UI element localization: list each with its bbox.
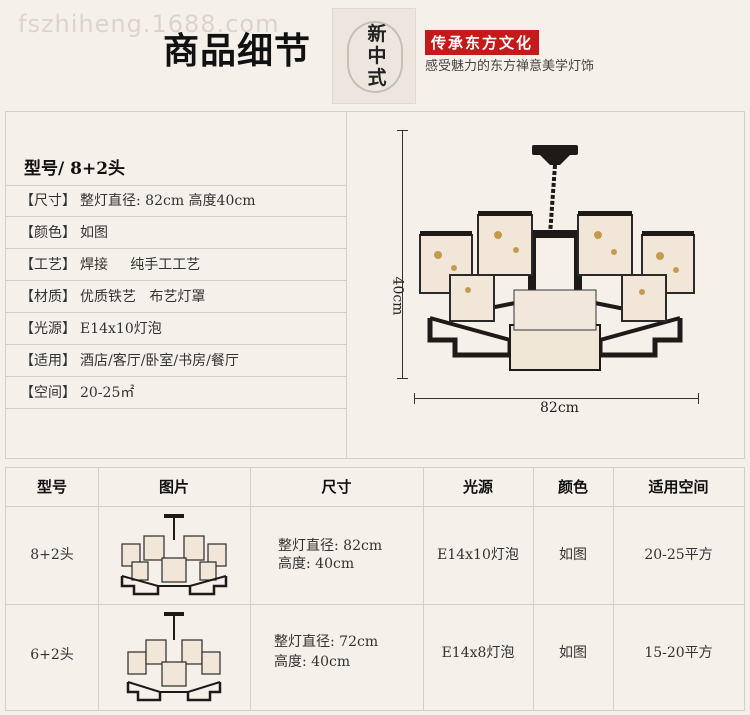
slogan-subtitle: 感受魅力的东方禅意美学灯饰 — [425, 59, 595, 74]
spec-value: E14x10灯泡 — [80, 321, 162, 337]
table-cell-light: E14x8灯泡 — [441, 645, 515, 661]
table-cell-color: 如图 — [559, 645, 587, 661]
spec-label: 【空间】 — [20, 385, 76, 401]
spec-label: 【光源】 — [20, 321, 76, 337]
spec-label: 【适用】 — [20, 353, 76, 369]
table-header-image: 图片 — [158, 478, 189, 496]
spec-table: 型号 图片 尺寸 光源 颜色 适用空间 8+2头 整灯直径: 82cm 高度: … — [5, 467, 745, 711]
spec-value: 如图 — [80, 225, 108, 241]
spec-label: 【尺寸】 — [20, 193, 76, 209]
table-cell-size-height: 高度: 40cm — [278, 556, 355, 572]
spec-row-size: 【尺寸】整灯直径: 82cm 高度40cm — [6, 186, 346, 217]
table-row-1-chandelier-image — [120, 514, 228, 596]
table-cell-space: 15-20平方 — [644, 645, 713, 661]
width-dimension-tick-left — [414, 393, 415, 404]
seal-emblem: 新中式 — [332, 8, 416, 104]
width-dimension-line — [414, 398, 698, 399]
height-dimension-label: 40cm — [389, 276, 406, 316]
slogan-badge: 传承东方文化 — [425, 30, 540, 55]
spec-label: 【材质】 — [20, 289, 76, 305]
spec-value: 整灯直径: 82cm 高度40cm — [80, 193, 256, 209]
spec-row-craft: 【工艺】焊接 纯手工工艺 — [6, 250, 346, 281]
table-cell-model: 6+2头 — [30, 647, 74, 663]
panel-divider — [346, 112, 347, 458]
spec-row-space: 【空间】20-25㎡ — [6, 378, 346, 409]
table-row-divider — [6, 604, 744, 605]
table-cell-size-height: 高度: 40cm — [274, 654, 351, 670]
spec-row-color: 【颜色】如图 — [6, 218, 346, 249]
table-cell-color: 如图 — [559, 547, 587, 563]
spec-value: 优质铁艺 布艺灯罩 — [80, 289, 206, 305]
height-dimension-line — [402, 130, 403, 378]
table-header-space: 适用空间 — [648, 478, 709, 496]
table-cell-size-diameter: 整灯直径: 82cm — [278, 538, 383, 554]
table-cell-size-diameter: 整灯直径: 72cm — [274, 634, 379, 650]
watermark: fszhiheng.1688.com — [18, 10, 280, 38]
spec-list: 型号/ 8+2头 【尺寸】整灯直径: 82cm 高度40cm 【颜色】如图 【工… — [6, 112, 346, 458]
width-dimension-label: 82cm — [540, 400, 579, 416]
model-label: 型号/ 8+2头 — [6, 152, 346, 186]
table-column-divider — [613, 468, 614, 710]
spec-label: 【颜色】 — [20, 225, 76, 241]
table-cell-space: 20-25平方 — [644, 547, 713, 563]
width-dimension-tick-right — [698, 393, 699, 404]
table-row-divider — [6, 506, 744, 507]
table-cell-light: E14x10灯泡 — [437, 547, 519, 563]
table-column-divider — [423, 468, 424, 710]
height-dimension-tick-top — [397, 130, 408, 131]
page-title: 商品细节 — [163, 30, 312, 72]
height-dimension-tick-bottom — [397, 378, 408, 379]
chandelier-image — [419, 145, 695, 371]
spec-row-light-source: 【光源】E14x10灯泡 — [6, 314, 346, 345]
table-cell-model: 8+2头 — [30, 547, 74, 563]
detail-panel: 型号/ 8+2头 【尺寸】整灯直径: 82cm 高度40cm 【颜色】如图 【工… — [5, 111, 745, 459]
spec-value: 20-25㎡ — [80, 385, 135, 401]
table-header-size: 尺寸 — [321, 478, 352, 496]
seal-ring — [347, 21, 403, 93]
table-column-divider — [250, 468, 251, 710]
table-column-divider — [98, 468, 99, 710]
spec-label: 【工艺】 — [20, 257, 76, 273]
table-header-color: 颜色 — [557, 478, 588, 496]
table-header-model: 型号 — [36, 478, 67, 496]
table-row-2-chandelier-image — [126, 612, 222, 702]
spec-value: 焊接 纯手工工艺 — [80, 257, 201, 273]
table-column-divider — [533, 468, 534, 710]
spec-value: 酒店/客厅/卧室/书房/餐厅 — [80, 353, 239, 369]
seal-text: 新中式 — [367, 23, 387, 89]
table-header-light: 光源 — [462, 478, 493, 496]
spec-row-material: 【材质】优质铁艺 布艺灯罩 — [6, 282, 346, 313]
spec-row-suitable: 【适用】酒店/客厅/卧室/书房/餐厅 — [6, 346, 346, 377]
